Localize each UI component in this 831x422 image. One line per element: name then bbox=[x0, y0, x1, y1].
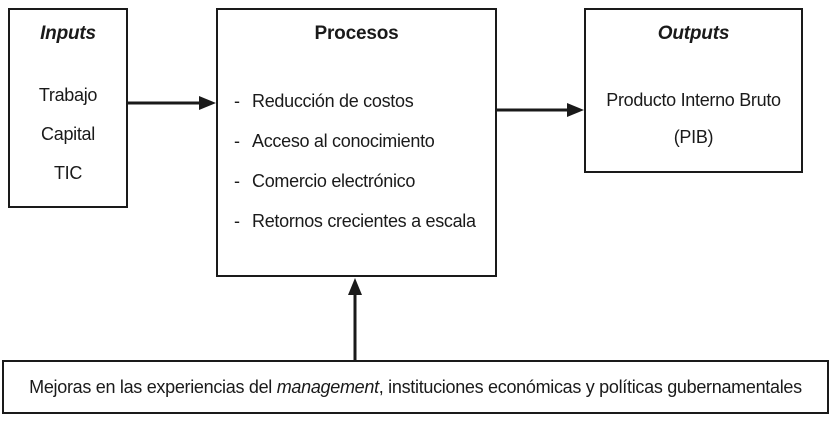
inputs-item-capital: Capital bbox=[41, 124, 95, 144]
bottom-box: Mejoras en las experiencias del manageme… bbox=[2, 360, 829, 414]
arrow-bottom-to-procesos bbox=[348, 278, 362, 360]
bottom-text-management: management bbox=[276, 376, 379, 397]
procesos-box-title: Procesos bbox=[314, 23, 399, 44]
arrow-inputs-to-procesos bbox=[128, 96, 216, 110]
procesos-item-label: Acceso al conocimiento bbox=[252, 131, 435, 151]
procesos-item-label: Comercio electrónico bbox=[252, 171, 416, 191]
outputs-box: Outputs Producto Interno Bruto (PIB) bbox=[584, 8, 803, 173]
outputs-lines: Producto Interno Bruto (PIB) bbox=[586, 82, 801, 156]
inputs-item-trabajo: Trabajo bbox=[38, 85, 98, 105]
bullet-dash-icon: - bbox=[234, 91, 240, 111]
inputs-box-title: Inputs bbox=[40, 23, 96, 44]
procesos-list: - Reducción de costos - Acceso al conoci… bbox=[218, 81, 495, 241]
procesos-item: - Reducción de costos bbox=[234, 81, 495, 121]
procesos-item: - Retornos crecientes a escala bbox=[234, 201, 495, 241]
procesos-item: - Comercio electrónico bbox=[234, 161, 495, 201]
inputs-item-tic: TIC bbox=[53, 163, 83, 183]
bottom-text-after: , instituciones económicas y políticas g… bbox=[378, 376, 802, 397]
procesos-item-label: Reducción de costos bbox=[252, 91, 414, 111]
procesos-item: - Acceso al conocimiento bbox=[234, 121, 495, 161]
bottom-text-before: Mejoras en las experiencias del bbox=[29, 376, 277, 397]
bottom-text: Mejoras en las experiencias del manageme… bbox=[29, 377, 802, 398]
procesos-item-label: Retornos crecientes a escala bbox=[252, 211, 476, 231]
bullet-dash-icon: - bbox=[234, 171, 240, 191]
inputs-list: Trabajo Capital TIC bbox=[10, 76, 126, 193]
bullet-dash-icon: - bbox=[234, 131, 240, 151]
arrow-procesos-to-outputs bbox=[497, 103, 584, 117]
inputs-box: Inputs Trabajo Capital TIC bbox=[8, 8, 128, 208]
outputs-line-pib-abbr: (PIB) bbox=[673, 127, 714, 147]
outputs-box-title: Outputs bbox=[657, 23, 730, 44]
procesos-box: Procesos - Reducción de costos - Acceso … bbox=[216, 8, 497, 277]
bullet-dash-icon: - bbox=[234, 211, 240, 231]
outputs-line-pib-name: Producto Interno Bruto bbox=[606, 90, 781, 110]
